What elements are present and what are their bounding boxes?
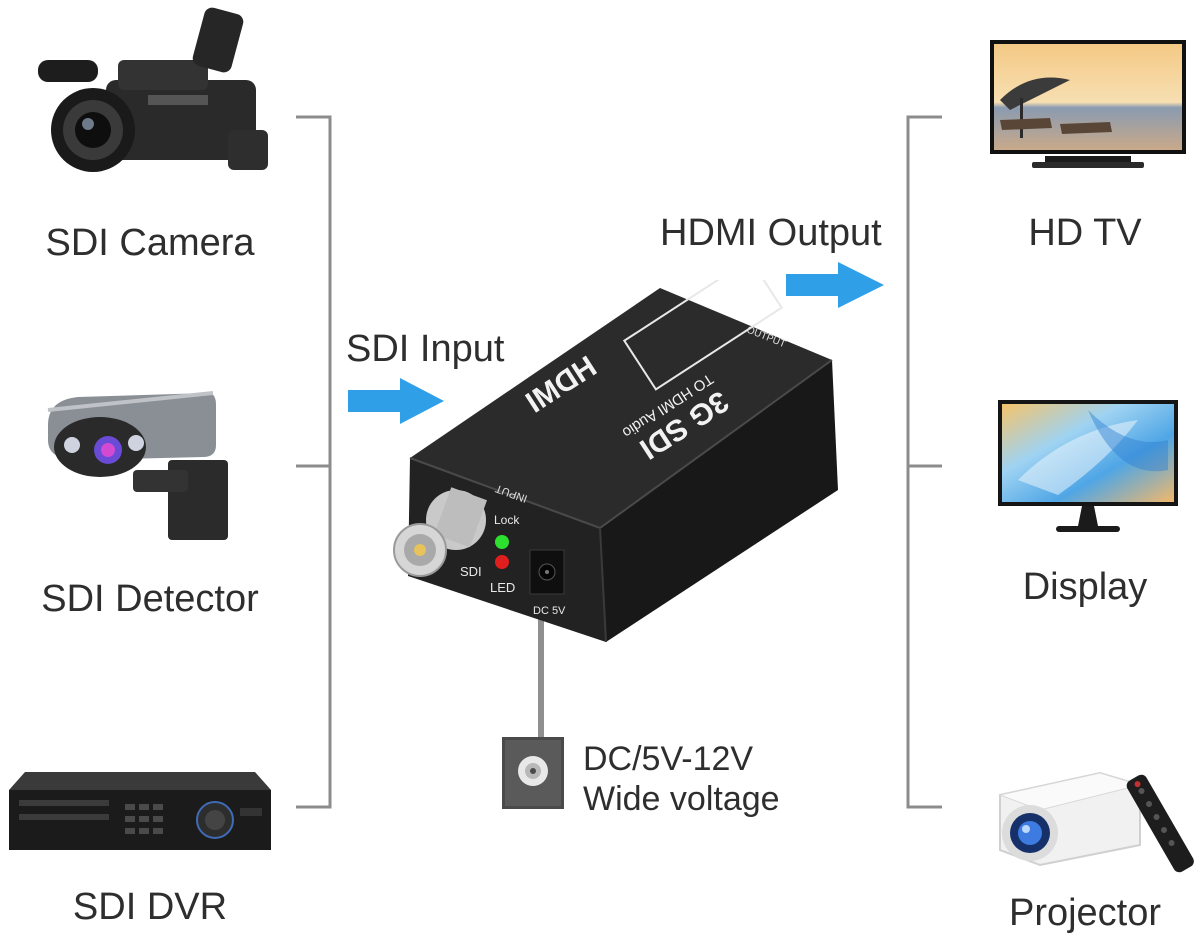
tv-icon bbox=[990, 40, 1186, 168]
label-sdi-input: SDI Input bbox=[346, 328, 505, 370]
dc-power-jack bbox=[529, 549, 565, 595]
power-led-red bbox=[495, 555, 509, 569]
label-sdi-camera: SDI Camera bbox=[45, 222, 255, 264]
right-bracket bbox=[906, 115, 942, 809]
bnc-connector bbox=[393, 487, 488, 577]
dvr-icon bbox=[9, 772, 271, 850]
lock-label: Lock bbox=[494, 513, 520, 527]
input-arrow bbox=[348, 378, 444, 424]
converter-top-face bbox=[410, 288, 832, 528]
label-sdi-detector: SDI Detector bbox=[41, 578, 259, 620]
dc-plug-icon bbox=[502, 737, 564, 809]
power-range-label: DC/5V-12V bbox=[583, 740, 754, 778]
converter-side-face bbox=[600, 360, 838, 642]
led-label: LED bbox=[490, 580, 515, 595]
sdi-to-hdmi-converter: HDMI 3G SDI TO HDMI Audio OUTPUT INPUT L… bbox=[393, 280, 838, 643]
lock-led-green bbox=[495, 535, 509, 549]
sdi-port-label: SDI bbox=[460, 564, 482, 579]
label-projector: Projector bbox=[1008, 892, 1162, 934]
camera-icon bbox=[38, 7, 268, 172]
security-camera-icon bbox=[47, 391, 228, 540]
power-wide-voltage-label: Wide voltage bbox=[583, 780, 780, 818]
output-arrow bbox=[786, 262, 884, 308]
monitor-icon bbox=[998, 400, 1178, 532]
label-hdmi-output: HDMI Output bbox=[660, 212, 882, 254]
dc-5v-label: DC 5V bbox=[533, 605, 566, 617]
label-sdi-dvr: SDI DVR bbox=[72, 886, 228, 928]
label-hd-tv: HD TV bbox=[1028, 212, 1142, 254]
projector-icon bbox=[998, 771, 1194, 873]
label-display: Display bbox=[1022, 566, 1148, 608]
left-bracket bbox=[296, 115, 332, 809]
